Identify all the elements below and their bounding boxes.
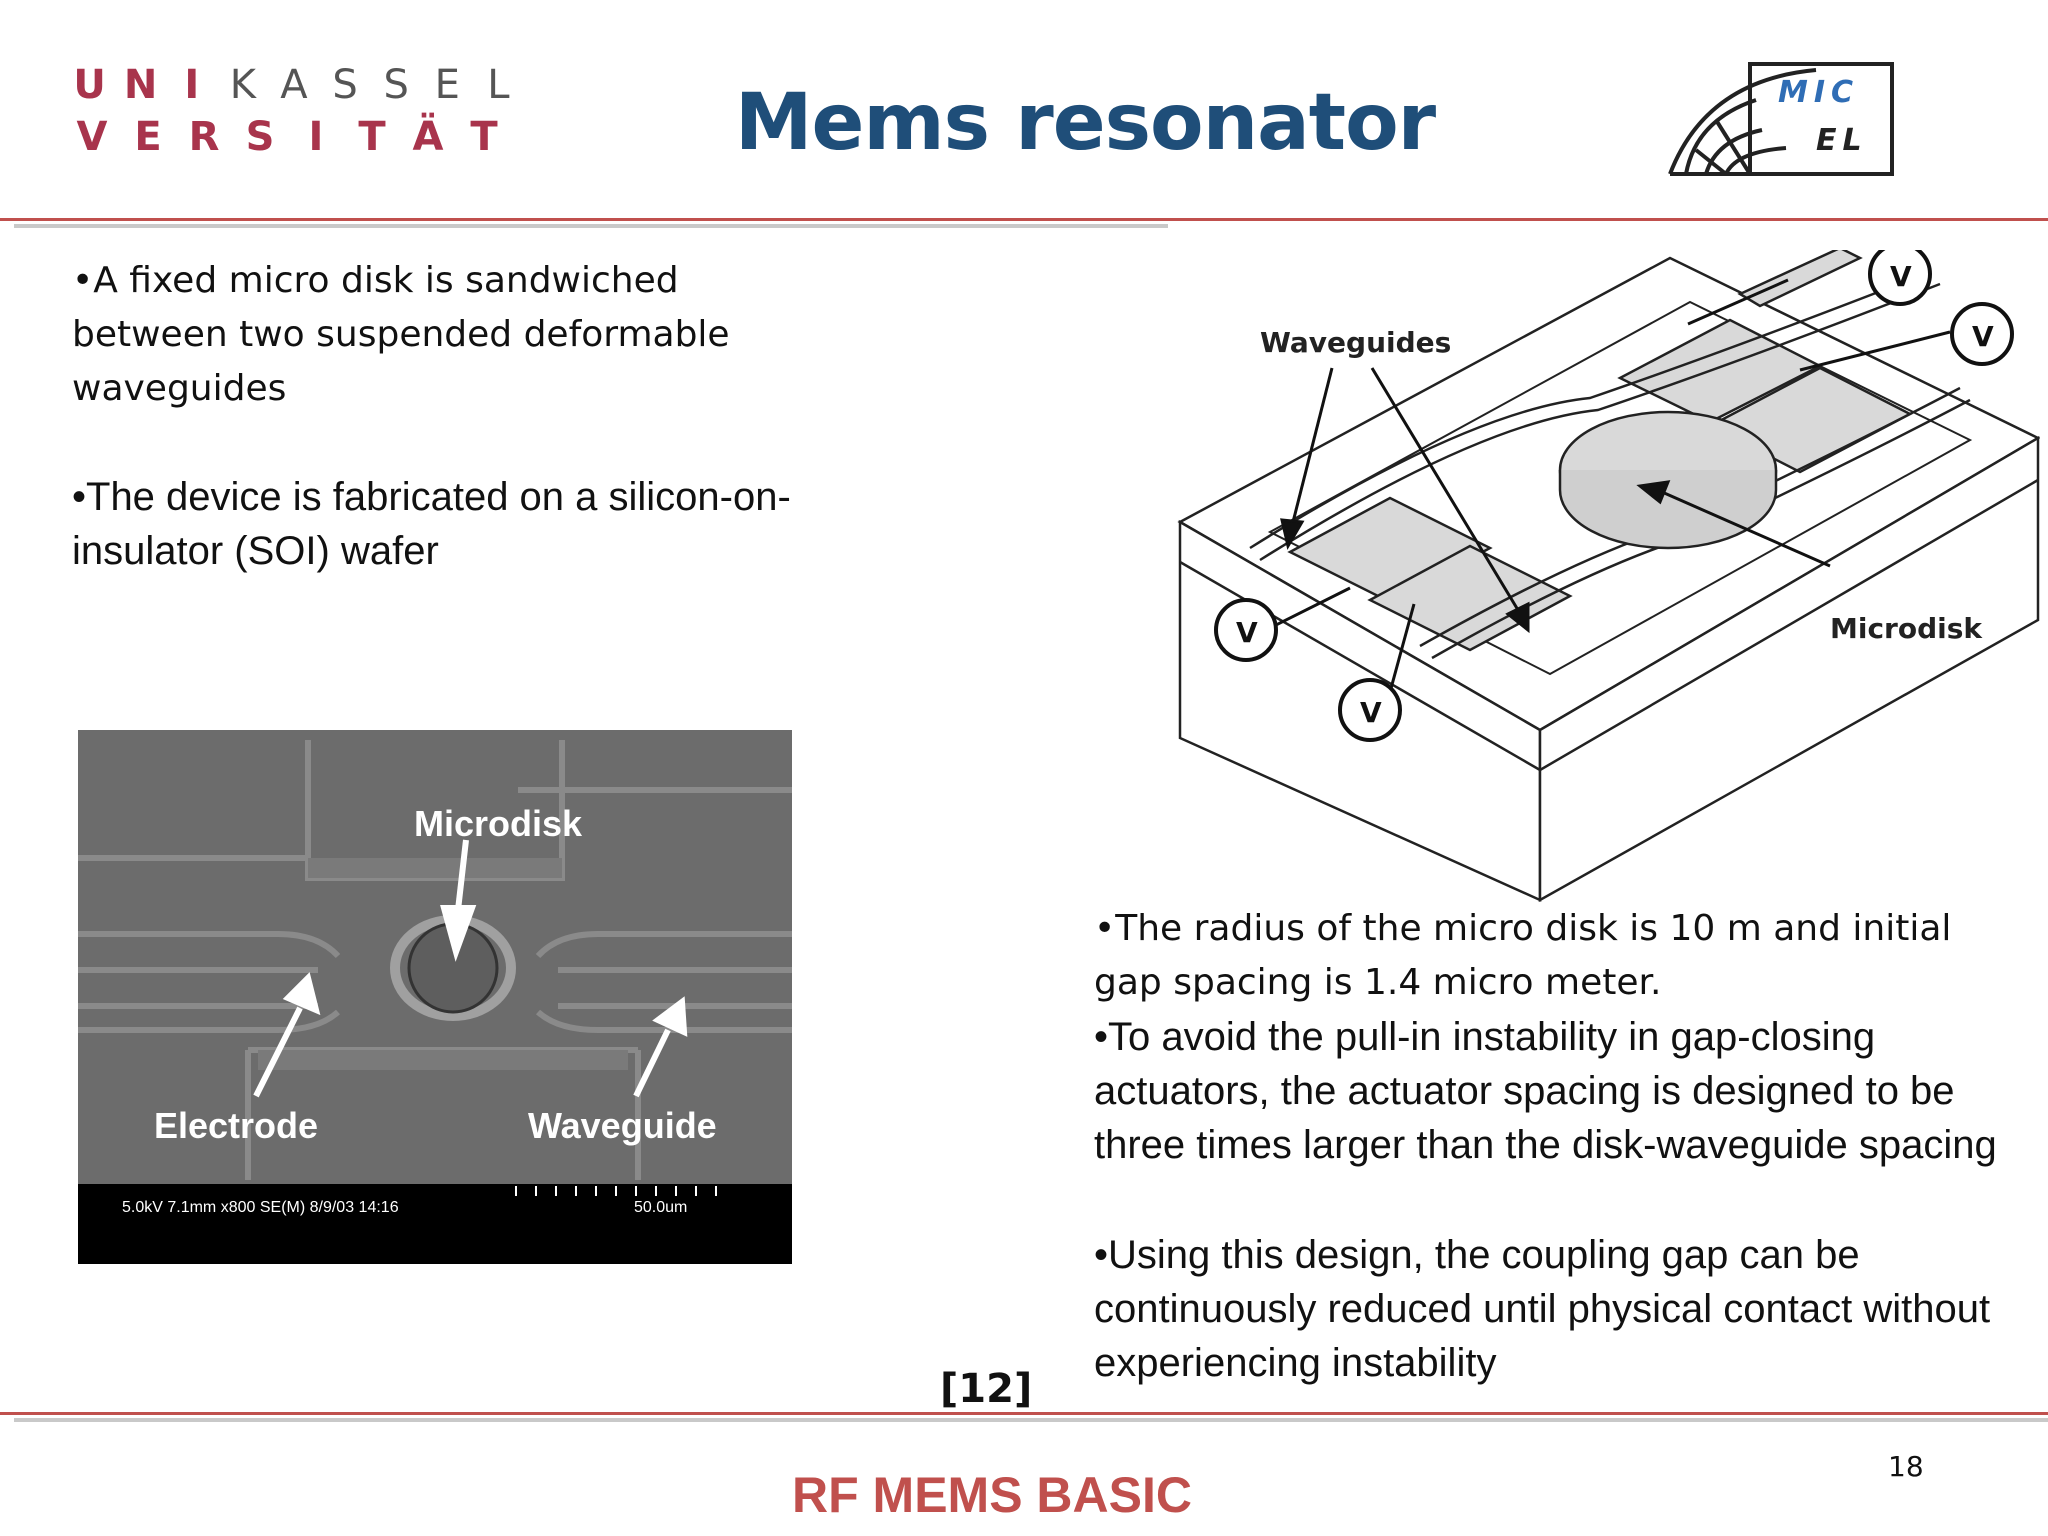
micel-logo-arcs [1668,68,1892,176]
header-rule-shadow [14,224,1168,228]
university-logo-letter: E [434,62,460,108]
voltage-source-2 [1338,678,1402,742]
university-logo-letter: S [332,62,358,108]
sem-label-waveguide: Waveguide [528,1105,717,1146]
sem-scale-ticks [515,1186,717,1196]
sem-electrode-bottom [258,1050,628,1070]
diagram-label-microdisk: Microdisk [1830,612,1983,645]
right-bullet-1: •The radius of the micro disk is 10 m an… [1094,908,1952,1003]
right-bullet-3: •Using this design, the coupling gap can… [1094,1233,1991,1385]
university-logo-letter: U [73,62,106,108]
university-logo-letter: R [188,114,220,160]
micel-logo-text-2: EL [1816,123,1868,158]
left-bullet-1: •A fixed micro disk is sandwiched betwee… [72,260,730,409]
university-logo-letter: V [76,114,108,160]
voltage-source-1-label: V [1236,616,1258,649]
diagram-electrodes [1287,246,1913,652]
university-logo-letter: S [383,62,409,108]
diagram-voltage-sources: V V V V [1214,242,2014,742]
diagram-label-waveguides: Waveguides [1260,326,1451,359]
university-logo-letter: S [245,114,275,160]
university-logo-letter: A [280,62,308,108]
diagram-microdisk [1558,410,1778,550]
sem-electrode-top [308,858,562,878]
right-bullet-2: •To avoid the pull-in instability in gap… [1094,1015,1997,1167]
sem-label-electrode: Electrode [154,1105,318,1146]
micel-logo: MIC EL [1666,60,1896,178]
footer-rule [0,1412,2048,1415]
sem-arrows [253,839,688,1098]
university-logo-letter: I [184,62,200,108]
university-logo-letter: N [123,62,158,108]
university-logo-letter: T [358,114,386,160]
sem-image: Microdisk Electrode Waveguide 5.0kV 7.1m… [78,730,792,1264]
diagram-arrows [1265,278,1951,693]
voltage-source-2-label: V [1360,696,1382,729]
footer-rule-shadow [14,1418,2048,1422]
university-logo-letter: I [308,114,324,160]
slide-title: Mems resonator [734,78,1436,168]
voltage-source-1 [1214,598,1278,662]
university-logo-letter: T [470,114,498,160]
sem-scale-text: 50.0um [634,1199,687,1216]
university-logo-letter: E [134,114,162,160]
university-logo-letter: L [487,62,510,108]
micel-logo-text-1: MIC [1778,75,1859,110]
university-logo-letter: Ä [412,114,444,160]
sem-info-bar [78,1184,792,1264]
citation: [12] [940,1366,1033,1412]
device-diagram: Waveguides Microdisk V V V V [1170,242,2041,910]
left-bullet-2: •The device is fabricated on a silicon-o… [72,475,791,573]
voltage-source-3-label: V [1890,260,1912,293]
header-rule [0,218,2048,221]
sem-info-text: 5.0kV 7.1mm x800 SE(M) 8/9/03 14:16 [122,1199,399,1216]
university-logo-letter: K [229,62,256,108]
footer-title: RF MEMS BASIC [792,1467,1192,1523]
sem-label-microdisk: Microdisk [414,803,583,844]
voltage-source-4 [1950,302,2014,366]
voltage-source-4-label: V [1972,320,1994,353]
page-number: 18 [1888,1450,1924,1483]
